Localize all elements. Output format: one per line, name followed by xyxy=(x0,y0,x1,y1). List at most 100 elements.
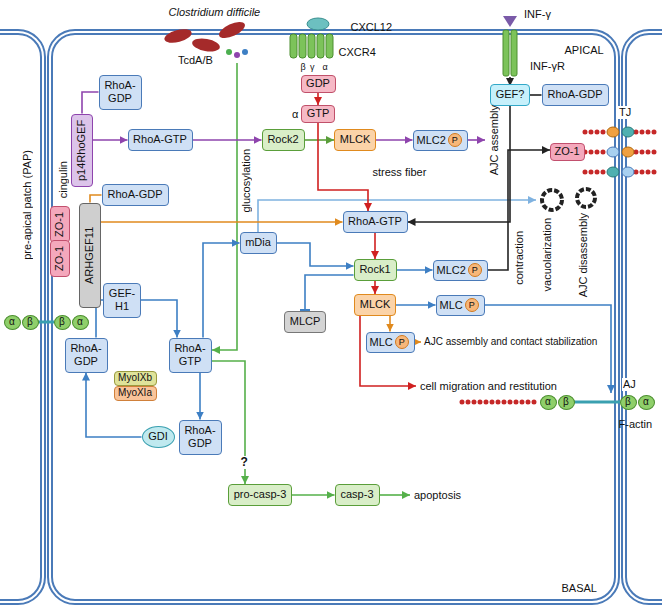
node-text: RhoA-GDP xyxy=(184,424,215,449)
signal-arrow xyxy=(379,494,410,496)
process-label: stress fiber xyxy=(373,166,428,179)
node-text: p14RhoGEF xyxy=(75,119,87,180)
effector-box: mDia xyxy=(240,232,277,254)
subunit-label: β xyxy=(301,62,308,72)
node-text: P xyxy=(399,337,405,347)
node-text: MyoXIa xyxy=(118,387,152,398)
gef-box: ARHGEF11 xyxy=(79,203,101,308)
rhoa-gdp-box: RhoA-GDP xyxy=(542,84,609,106)
node-text: P xyxy=(452,135,458,145)
process-label: glucosylation xyxy=(240,149,254,213)
node-text: GDP xyxy=(306,77,330,89)
cytokine xyxy=(503,16,517,27)
f-actin xyxy=(585,150,606,155)
connector xyxy=(90,195,102,203)
side-label: APICAL xyxy=(565,44,606,57)
rhoa-gdp-box: RhoA-GDP xyxy=(99,75,142,110)
rhoa-gdp-box: RhoA-GDP xyxy=(102,184,169,206)
kinase-box: Rock1 xyxy=(354,259,397,281)
rhoa-gtp-box: RhoA-GTP xyxy=(169,338,212,373)
receptor-helix xyxy=(317,34,324,58)
scaffold-box: ZO-1 xyxy=(50,206,70,243)
kinase-box: MLCK xyxy=(334,129,376,151)
connector xyxy=(86,373,142,438)
node-text: mDia xyxy=(245,236,271,248)
node-text: GEF? xyxy=(496,88,525,100)
connector xyxy=(141,300,177,338)
rhoa-gdp-box: RhoA-GDP xyxy=(179,420,222,455)
cadherin xyxy=(574,401,620,404)
node-text: MLCK xyxy=(340,133,371,145)
cadherin xyxy=(38,321,54,324)
structure-label: pre-apical patch (PAP) xyxy=(21,150,35,260)
toxin xyxy=(191,37,221,54)
node-text: β xyxy=(563,396,569,407)
node-text: MLC2 xyxy=(437,264,466,277)
cell-membrane xyxy=(50,32,617,602)
f-actin xyxy=(636,130,660,135)
connector xyxy=(199,373,201,420)
catenin-oval: α xyxy=(4,315,21,330)
receptor-label: INF-γR xyxy=(530,60,566,73)
substrate-box: MLC2 P xyxy=(413,130,468,151)
receptor xyxy=(511,30,517,76)
f-actin xyxy=(585,130,606,135)
receptor-helix xyxy=(290,34,297,58)
cell-membrane xyxy=(50,32,617,602)
connector xyxy=(203,243,240,338)
junction-label: TJ xyxy=(618,106,636,119)
node-text: MyoIXb xyxy=(118,372,152,383)
vacuole xyxy=(577,189,595,207)
signal-arrow xyxy=(413,341,421,343)
receptor-helix xyxy=(326,34,333,58)
signal-arrow xyxy=(258,200,536,233)
gef-box: p14RhoGEF xyxy=(71,114,93,187)
right-cell-membrane xyxy=(624,32,662,602)
catenin-oval: β xyxy=(22,315,39,330)
connector xyxy=(389,316,391,332)
node-text: GTP xyxy=(307,107,330,119)
substrate-box: MLC2P xyxy=(433,260,488,281)
outcome-label: AJC assembly and contact stabilization xyxy=(424,336,599,348)
node-text: RhoA-GTP xyxy=(174,342,205,367)
left-cell-membrane xyxy=(0,32,43,602)
node-text: MLC2 xyxy=(417,134,446,147)
node-text: RhoA-GTP xyxy=(348,215,402,227)
node-text: RhoA-GDP xyxy=(547,88,602,100)
outcome-label: AJC disassembly xyxy=(577,213,591,297)
signal-arrow xyxy=(360,315,416,386)
subunit-label: α xyxy=(292,108,300,121)
receptor-helix xyxy=(308,34,315,58)
rhoa-gdp-box: RhoA-GDP xyxy=(65,338,108,373)
gef-box: GEF-H1 xyxy=(103,283,141,318)
left-cell-membrane xyxy=(0,32,43,602)
tj-protein xyxy=(622,147,634,157)
myosin-box: MyoIXb xyxy=(114,371,157,386)
node-text: Rock2 xyxy=(267,133,298,145)
node-text: MLCK xyxy=(360,298,391,310)
connector xyxy=(408,106,511,222)
connector xyxy=(318,123,368,211)
subunit-label: γ xyxy=(310,62,316,72)
connector xyxy=(212,361,246,484)
connector xyxy=(193,139,262,141)
g-protein-box: GDP xyxy=(301,75,336,93)
catenin-oval: β xyxy=(558,395,575,410)
caspase-box: pro-casp-3 xyxy=(228,484,292,506)
kinase-box: MLCK xyxy=(354,294,396,316)
phospho-circle: P xyxy=(448,133,462,147)
scaffold-box: ZO-1 xyxy=(50,240,70,277)
gdi-oval: GDI xyxy=(142,426,175,448)
tj-protein xyxy=(622,127,634,137)
connector xyxy=(317,93,319,105)
node-text: casp-3 xyxy=(340,488,373,500)
node-text: P xyxy=(469,300,475,310)
protein-label: cingulin xyxy=(57,161,71,198)
phospho-circle: P xyxy=(468,263,482,277)
node-text: β xyxy=(59,316,65,327)
node-text: RhoA-GDP xyxy=(70,342,101,367)
toxin-domain xyxy=(226,49,232,55)
junction-label: AJ xyxy=(622,378,640,391)
